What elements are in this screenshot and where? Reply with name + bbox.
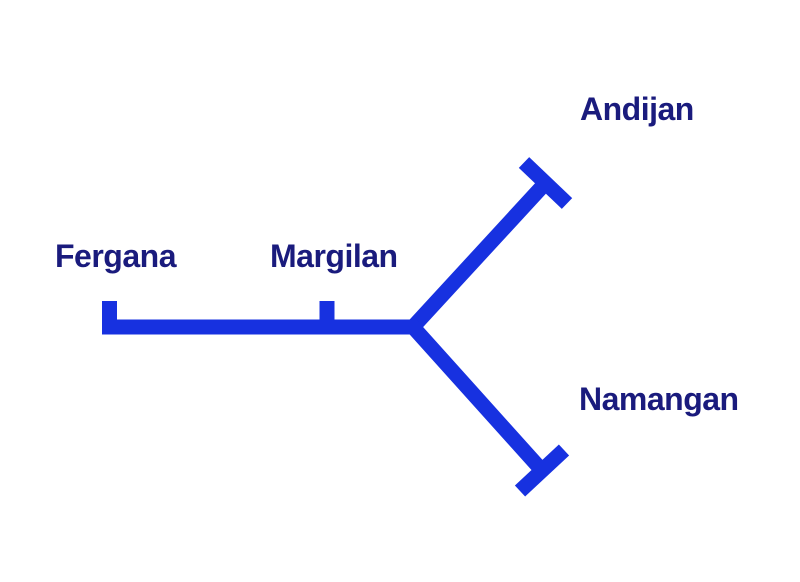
station-label-margilan: Margilan — [270, 238, 398, 274]
station-label-fergana: Fergana — [55, 238, 176, 274]
station-label-namangan: Namangan — [579, 381, 739, 417]
route-line-namangan-branch — [102, 319, 548, 476]
station-cap-andijan — [518, 157, 573, 209]
station-cap-namangan — [514, 444, 570, 497]
station-label-andijan: Andijan — [580, 91, 694, 127]
